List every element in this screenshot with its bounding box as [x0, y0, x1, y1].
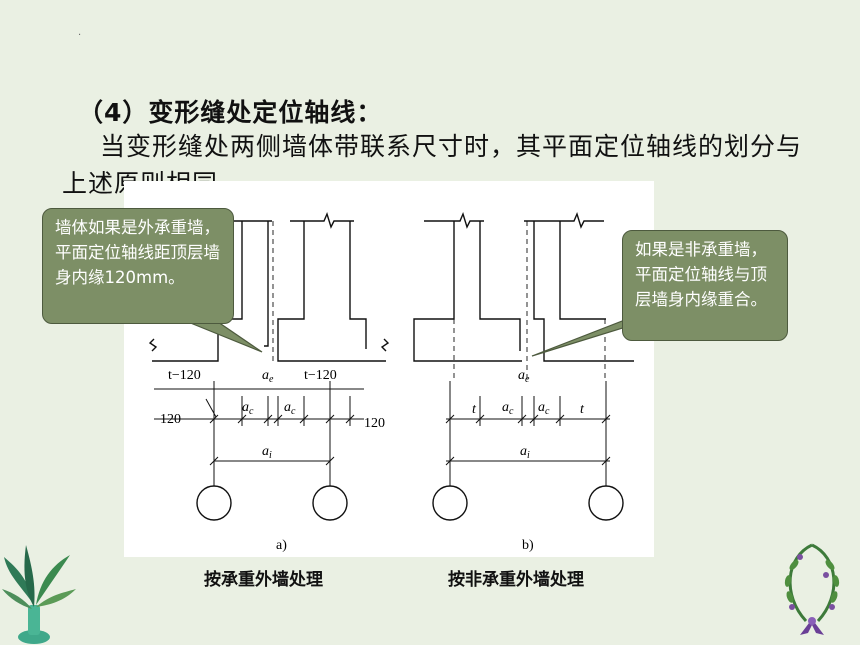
- b-label-ac-left: ac: [502, 400, 514, 417]
- laurel-wreath-icon: [784, 543, 840, 635]
- a-label-ai: ai: [262, 444, 272, 461]
- slide-title: （4）变形缝处定位轴线：: [78, 98, 383, 127]
- left-callout-pointer: [187, 321, 263, 353]
- callout-right: 如果是非承重墙，平面定位轴线与顶层墙身内缘重合。: [622, 230, 788, 341]
- expansion-joint-diagram: t−120 t−120 ae ac ac 120 120 ai a) ae t …: [148, 211, 634, 553]
- b-label-ai: ai: [520, 444, 530, 461]
- b-label-ac-right: ac: [538, 400, 550, 417]
- a-label-t-left: t−120: [168, 368, 201, 383]
- b-label-t-left: t: [472, 402, 477, 417]
- slide-dot: ·: [78, 30, 82, 41]
- b-label-t-right: t: [580, 402, 585, 417]
- a-label-ac-left: ac: [242, 400, 254, 417]
- a-right-wall-outline: [277, 221, 386, 362]
- a-label-ae: ae: [262, 368, 274, 385]
- b-left-wall-outline: [413, 221, 522, 362]
- a-label-ac-right: ac: [284, 400, 296, 417]
- b-panel-label: b): [522, 538, 534, 553]
- slide-paragraph: 当变形缝处两侧墙体带联系尺寸时，其平面定位轴线的划分与上述原则相同。: [62, 128, 802, 202]
- a-panel-label: a): [276, 538, 287, 553]
- a-label-120-right: 120: [364, 416, 385, 431]
- caption-a: 按承重外墙处理: [204, 570, 323, 590]
- a-label-t-right: t−120: [304, 368, 337, 383]
- fern-plant-icon: [2, 545, 76, 644]
- b-label-ae: ae: [518, 368, 530, 385]
- b-right-wall-outline: [533, 221, 634, 362]
- paragraph-text: 当变形缝处两侧墙体带联系尺寸时，其平面定位轴线的划分与上述原则相同。: [62, 132, 803, 198]
- diagram-figure: t−120 t−120 ae ac ac 120 120 ai a) ae t …: [124, 181, 654, 557]
- caption-b: 按非承重外墙处理: [448, 570, 584, 590]
- a-label-120-left: 120: [160, 412, 181, 427]
- callout-left: 墙体如果是外承重墙，平面定位轴线距顶层墙身内缘120mm。: [42, 208, 234, 324]
